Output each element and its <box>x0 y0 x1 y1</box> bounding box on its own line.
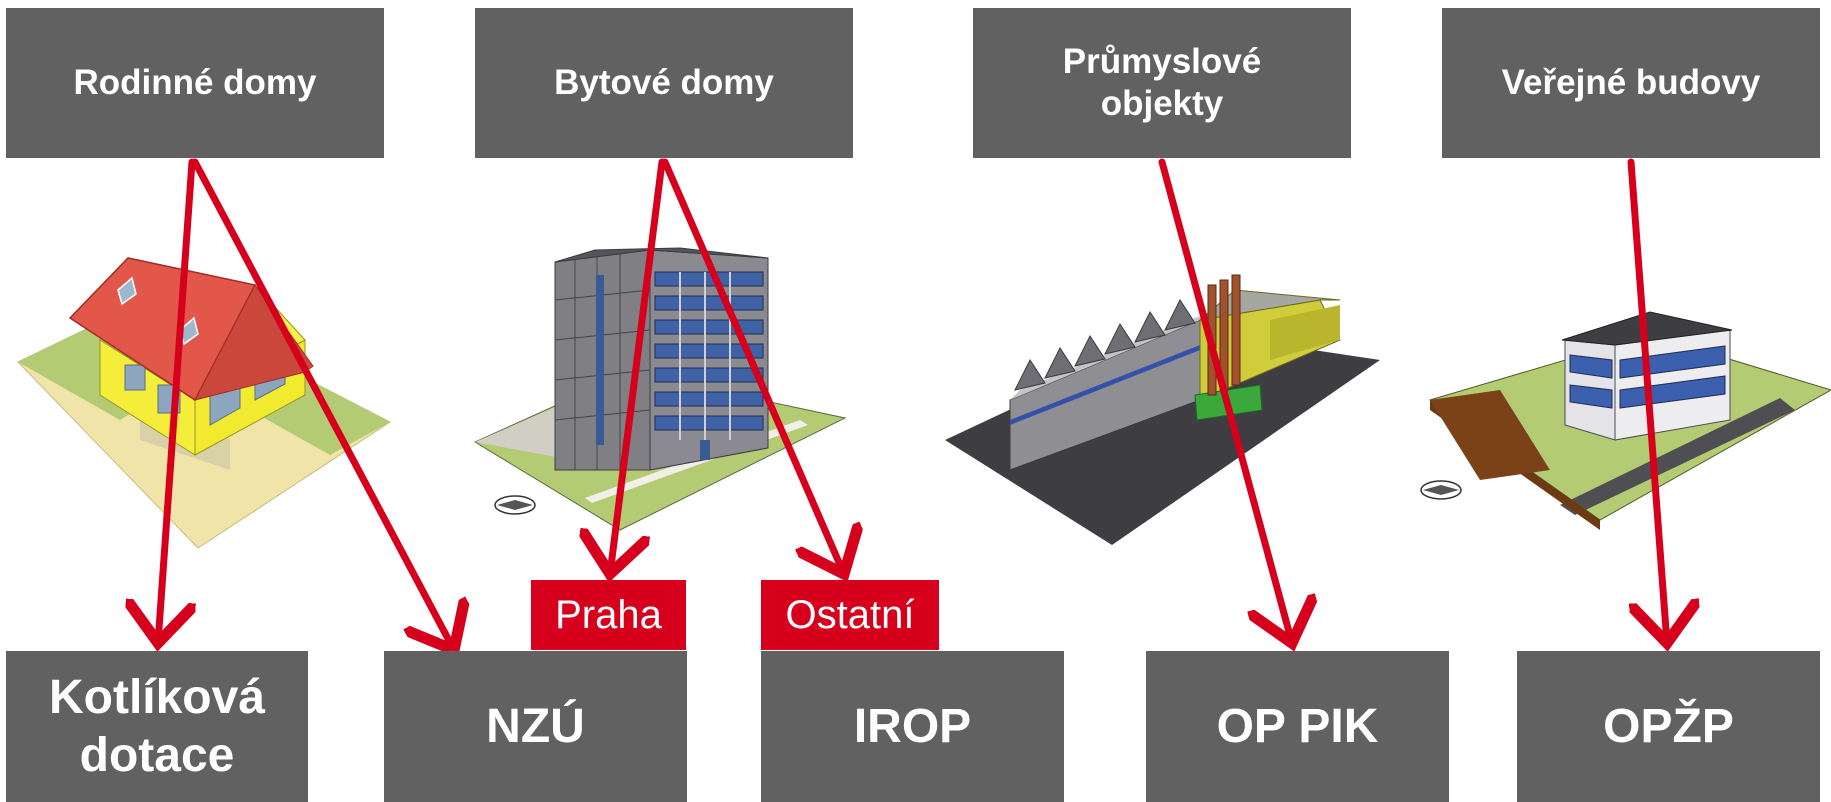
program-op-pik: OP PIK <box>1146 651 1449 802</box>
category-family-houses: Rodinné domy <box>6 8 384 158</box>
arrow-apartment-to-ostatni <box>661 158 844 574</box>
program-irop: IROP <box>761 651 1064 802</box>
program-opzp: OPŽP <box>1517 651 1820 802</box>
program-label: OPŽP <box>1603 699 1734 753</box>
category-label: Veřejné budovy <box>1501 63 1761 102</box>
arrow-public-to-opzp <box>1627 158 1667 643</box>
program-nzu: NZÚ <box>384 651 687 802</box>
program-label: OP PIK <box>1216 699 1379 753</box>
compass-icon <box>1420 480 1462 500</box>
public-building-illustration <box>1420 311 1831 530</box>
category-apartment-buildings: Bytové domy <box>475 8 853 158</box>
region-label: Ostatní <box>785 592 915 637</box>
program-kotlikova-dotace: Kotlíková dotace <box>6 651 308 802</box>
program-label: Kotlíková dotace <box>48 670 266 782</box>
category-label: Bytové domy <box>554 63 774 102</box>
region-tag-ostatni: Ostatní <box>761 580 939 650</box>
arrow-family-to-kotlikova <box>158 158 192 643</box>
apartment-block-illustration <box>473 247 847 531</box>
category-label: Průmyslové objekty <box>1062 42 1262 123</box>
compass-icon <box>494 495 536 515</box>
arrow-industrial-to-oppik <box>1158 158 1292 643</box>
arrow-apartment-to-praha <box>610 158 666 574</box>
category-public-buildings: Veřejné budovy <box>1442 8 1820 158</box>
program-label: NZÚ <box>486 699 585 753</box>
category-label: Rodinné domy <box>73 63 317 102</box>
factory-illustration <box>945 274 1380 545</box>
family-house-illustration <box>17 257 391 549</box>
region-label: Praha <box>555 592 662 637</box>
category-industrial-buildings: Průmyslové objekty <box>973 8 1351 158</box>
arrow-family-to-nzu <box>191 158 454 650</box>
region-tag-praha: Praha <box>531 580 686 650</box>
program-label: IROP <box>853 699 972 753</box>
